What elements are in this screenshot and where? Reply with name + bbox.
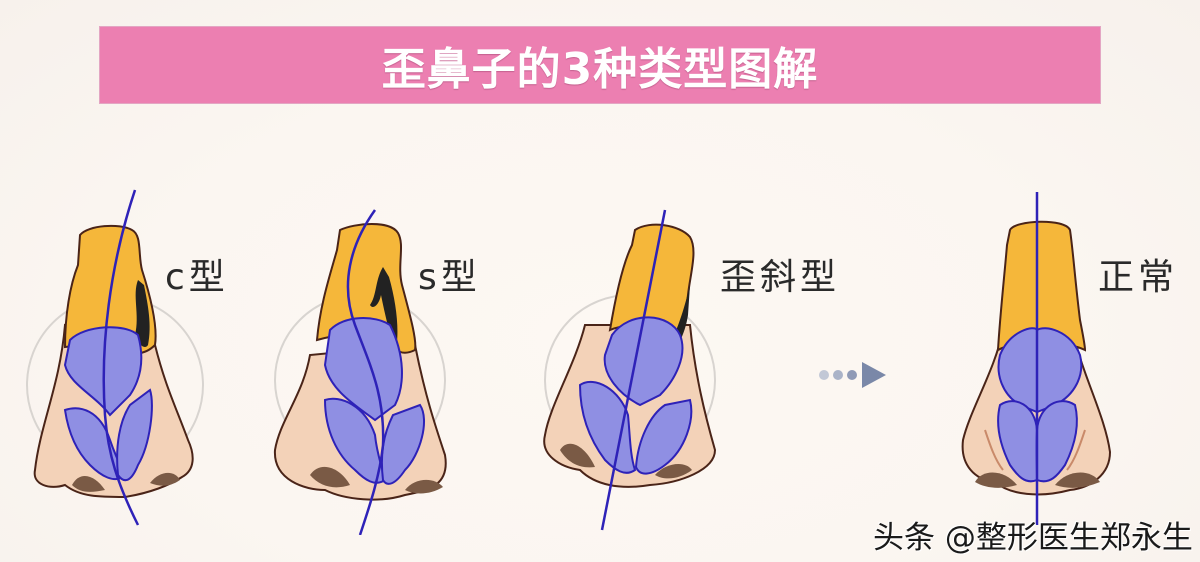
arrow-right-icon (819, 362, 886, 388)
label-c-type: c型 (165, 257, 229, 298)
nose-diagram-c-type (26, 189, 204, 526)
label-s-type: s型 (418, 257, 481, 298)
nose-diagram-normal (961, 192, 1112, 525)
label-normal: 正常 (1098, 257, 1179, 298)
title-banner: 歪鼻子的3种类型图解 (100, 27, 1100, 103)
label-oblique-type: 歪斜型 (720, 257, 841, 298)
watermark-text: 头条 @整形医生郑永生 (873, 520, 1193, 556)
nose-diagram-oblique-type (543, 209, 717, 531)
nose-diagram-s-type (273, 209, 447, 535)
banner-title: 歪鼻子的3种类型图解 (381, 44, 819, 95)
